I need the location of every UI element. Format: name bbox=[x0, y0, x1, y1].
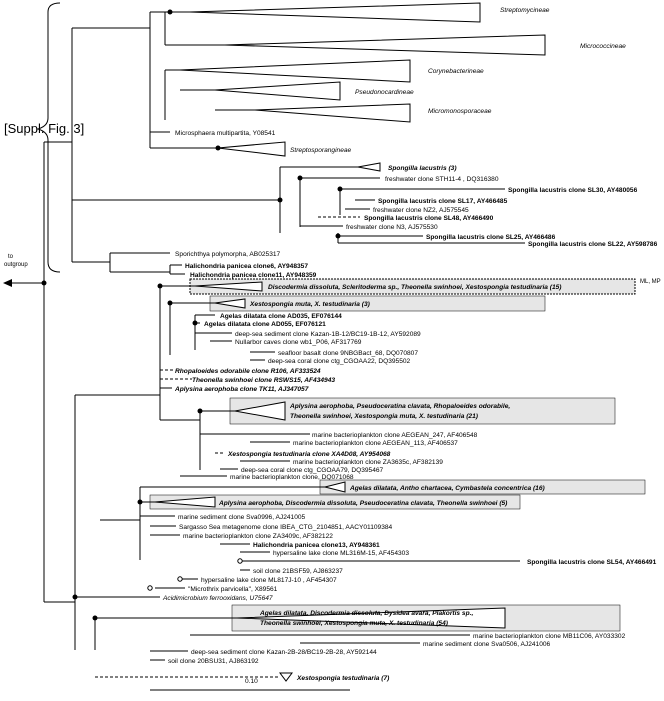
label-sl48: Spongilla lacustris clone SL48, AY466490 bbox=[364, 215, 494, 222]
label-sl30: Spongilla lacustris clone SL30, AY480056 bbox=[508, 187, 638, 194]
label-plankton-dq: marine bacterioplankton clone, DQ071068 bbox=[230, 474, 354, 481]
support-nodes-open bbox=[147, 558, 243, 591]
streptomycineae-clade bbox=[189, 2, 481, 23]
label-tk11: Aplysina aerophoba clone TK11, AJ347057 bbox=[174, 386, 309, 393]
label-streptosporangineae: Streptosporangineae bbox=[290, 147, 352, 154]
label-sva0996: marine sediment clone Sva0996, AJ241005 bbox=[178, 514, 306, 521]
label-seafloor: seafloor basalt clone 9NBGBact_68, DQ070… bbox=[278, 350, 418, 357]
support-nodes bbox=[41, 9, 343, 621]
label-xa4d08: Xestospongia testudinaria clone XA4D08, … bbox=[227, 451, 391, 458]
label-kazan2b: deep-sea sediment clone Kazan-2B-28/BC19… bbox=[191, 649, 377, 656]
label-sargasso: Sargasso Sea metagenome clone IBEA_CTG_2… bbox=[179, 524, 393, 531]
micrococcineae-clade bbox=[224, 34, 546, 56]
label-coral79: deep-sea coral clone ctg_CGOAA79, DQ3954… bbox=[241, 467, 384, 474]
label-fw-nz2: freshwater clone NZ2, AJ575545 bbox=[373, 207, 469, 214]
label-halichondria6: Halichondria panicea clone6, AY948357 bbox=[185, 263, 308, 270]
label-acidimicrobium: Acidimicrobium ferrooxidans, U75647 bbox=[162, 595, 273, 602]
label-streptomycineae: Streptomycineae bbox=[500, 7, 550, 14]
label-nullarbor: Nullarbor caves clone wb1_P06, AF317769 bbox=[235, 339, 362, 346]
label-halichondria11: Halichondria panicea clone11, AY948359 bbox=[190, 272, 317, 279]
suppl-fig-bracket bbox=[36, 2, 61, 273]
xestospongia7-clade bbox=[279, 672, 293, 682]
label-soil20bsu: soil clone 20BSU31, AJ863192 bbox=[168, 658, 259, 665]
label-za3635c: marine bacterioplankton clone ZA3635c, A… bbox=[293, 459, 443, 466]
label-za3409c: marine bacterioplankton clone ZA3409c, A… bbox=[183, 533, 333, 540]
spongilla3-clade bbox=[357, 162, 381, 172]
aplysina21-clade bbox=[234, 401, 286, 421]
label-agelas54-1: Agelas dilatata, Discodermia dissoluta, … bbox=[259, 610, 473, 617]
ml-mp-annotation: ML, MP bbox=[640, 279, 661, 285]
label-aplysina5: Aplysina aerophoba, Discodermia dissolut… bbox=[218, 500, 507, 507]
aplysina5-clade bbox=[154, 496, 216, 508]
label-discodermia15: Discodermia dissoluta, Scleritoderma sp.… bbox=[268, 284, 562, 291]
label-micrococcineae: Micrococcineae bbox=[580, 43, 626, 50]
outgroup-arrow-icon bbox=[3, 279, 12, 287]
label-agelas16: Agelas dilatata, Antho chartacea, Cymbas… bbox=[349, 485, 545, 492]
scale-label: 0.10 bbox=[245, 678, 258, 685]
outgroup-label-1: to bbox=[8, 254, 14, 260]
label-xestospongia3: Xestospongia muta, X. testudinaria (3) bbox=[249, 301, 370, 308]
label-ml817j: hypersaline lake clone ML817J-10 , AF454… bbox=[201, 577, 337, 584]
box-aplysina21 bbox=[229, 397, 616, 425]
label-aegean247: marine bacterioplankton clone AEGEAN_247… bbox=[312, 432, 478, 439]
label-aplysina21-2: Theonella swinhoei, Xestospongia muta, X… bbox=[290, 413, 478, 420]
label-rsws15: Theonella swinhoei clone RSWS15, AF43494… bbox=[192, 377, 335, 384]
label-fw-n3: freshwater clone N3, AJ575530 bbox=[346, 224, 438, 231]
label-sl54: Spongilla lacustris clone SL54, AY466491 bbox=[527, 559, 657, 566]
micromonosporaceae-clade bbox=[254, 103, 411, 123]
label-sporichthya: Sporichthya polymorpha, AB025317 bbox=[175, 251, 281, 258]
pseudonocardineae-clade bbox=[214, 81, 341, 101]
label-aegean113: marine bacterioplankton clone AEGEAN_113… bbox=[293, 440, 458, 447]
label-kazan1b: deep-sea sediment clone Kazan-1B-12/BC19… bbox=[235, 331, 421, 338]
label-halichondria13: Halichondria panicea clone13, AY948361 bbox=[253, 542, 380, 549]
streptosporangineae-clade bbox=[217, 141, 286, 157]
label-micromonosporaceae: Micromonosporaceae bbox=[428, 108, 492, 115]
label-rhopaloeides: Rhopaloeides odorabile clone R106, AF333… bbox=[175, 368, 321, 375]
label-spongilla3: Spongilla lacustris (3) bbox=[388, 165, 457, 172]
suppl-fig-label: [Suppl. Fig. 3] bbox=[4, 121, 84, 136]
label-sl22: Spongilla lacustris clone SL22, AY598786 bbox=[528, 241, 658, 248]
label-xestospongia7: Xestospongia testudinaria (7) bbox=[296, 675, 389, 682]
discodermia15-clade bbox=[194, 281, 263, 292]
label-fw-sth: freshwater clone STH11-4 , DQ316380 bbox=[385, 176, 499, 183]
agelas54-clade bbox=[236, 607, 506, 629]
label-mb11c06: marine bacterioplankton clone MB11C06, A… bbox=[473, 633, 626, 640]
label-ad055: Agelas dilatata clone AD055, EF076121 bbox=[204, 321, 326, 328]
label-ad035: Agelas dilatata clone AD035, EF076144 bbox=[220, 313, 342, 320]
label-pseudonocardineae: Pseudonocardineae bbox=[355, 89, 414, 96]
label-agelas54-2: Theonella swinhoei, Xestospongia muta, X… bbox=[260, 620, 448, 627]
label-microthrix: "Microthrix parvicella", X89561 bbox=[188, 586, 278, 593]
label-sva0506: marine sediment clone Sva0506, AJ241006 bbox=[423, 641, 551, 648]
label-microsphaera: Microsphaera multipartita, Y08541 bbox=[175, 130, 276, 137]
label-ml316m: hypersaline lake clone ML316M-15, AF4543… bbox=[273, 550, 409, 557]
label-coral22: deep-sea coral clone ctg_CGOAA22, DQ3955… bbox=[268, 358, 411, 365]
corynebacterineae-clade bbox=[179, 59, 411, 83]
outgroup-label-2: outgroup bbox=[4, 262, 28, 268]
label-aplysina21-1: Aplysina aerophoba, Pseudoceratina clava… bbox=[289, 403, 510, 410]
label-corynebacterineae: Corynebacterineae bbox=[428, 68, 484, 75]
label-sl25: Spongilla lacustris clone SL25, AY466486 bbox=[426, 234, 556, 241]
label-sl17: Spongilla lacustris clone SL17, AY466485 bbox=[378, 198, 508, 205]
label-soil21bsf: soil clone 21BSF59, AJ863237 bbox=[253, 568, 343, 575]
xestospongia3-clade bbox=[214, 298, 246, 309]
agelas16-clade bbox=[324, 481, 346, 493]
